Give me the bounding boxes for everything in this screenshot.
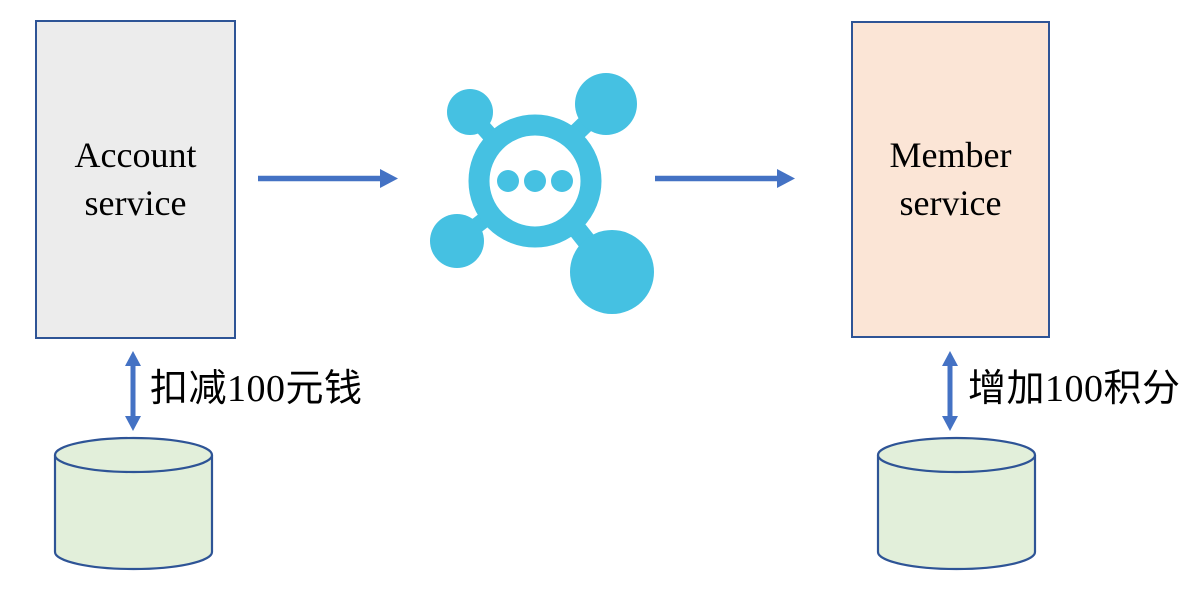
account-db-double-arrow-icon (125, 351, 141, 431)
member-db-double-arrow-icon (942, 351, 958, 431)
account-db-operation-label: 扣减100元钱 (150, 368, 363, 410)
member-database-cylinder-icon (876, 436, 1037, 571)
account-service-box: Account service (35, 20, 236, 339)
account-service-label: Account service (74, 134, 197, 223)
network-hub-icon (430, 73, 654, 314)
arrow-hub-to-member (655, 169, 795, 188)
member-db-operation-label: 增加100积分 (968, 368, 1181, 410)
account-database-cylinder-icon (53, 436, 214, 571)
member-service-box: Member service (851, 21, 1050, 338)
member-service-label: Member service (889, 134, 1012, 223)
arrow-account-to-hub (258, 169, 398, 188)
